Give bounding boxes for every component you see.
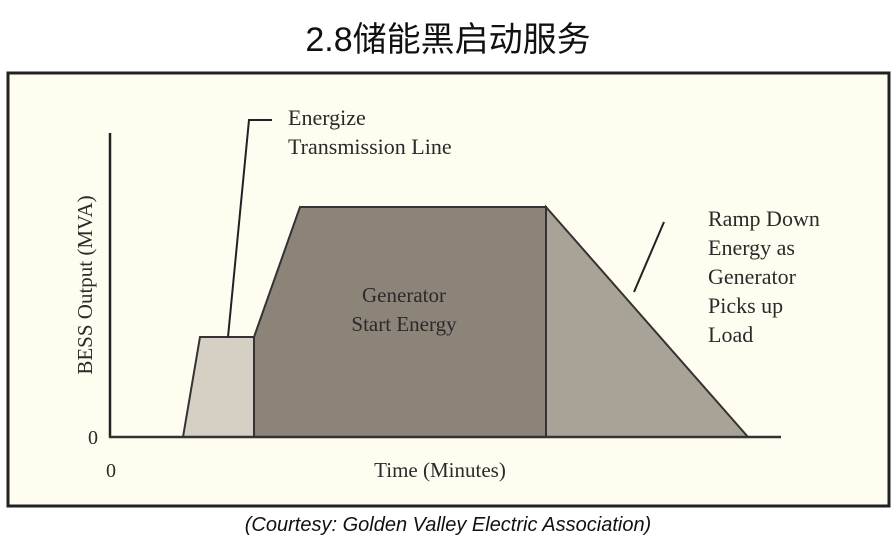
generator-label-line1: Generator <box>362 283 446 307</box>
x-origin-label: 0 <box>106 460 116 482</box>
y-axis-label: BESS Output (MVA) <box>73 195 97 374</box>
energize-label-line1: Energize <box>288 105 366 130</box>
ramp-label-line3: Generator <box>708 264 797 289</box>
generator-label-line2: Start Energy <box>351 312 457 336</box>
energize-leader-line <box>227 119 272 338</box>
energize-label-line2: Transmission Line <box>288 134 452 159</box>
ramp-label-line4: Picks up <box>708 293 783 318</box>
ramp-label-line2: Energy as <box>708 235 795 260</box>
caption: (Courtesy: Golden Valley Electric Associ… <box>245 514 651 536</box>
ramp-label-line1: Ramp Down <box>708 206 820 231</box>
page-title: 2.8储能黑启动服务 <box>305 21 590 59</box>
x-axis-label: Time (Minutes) <box>374 458 506 482</box>
y-origin-label: 0 <box>88 427 98 449</box>
ramp-leader-line <box>633 221 665 293</box>
ramp-label-line5: Load <box>708 322 753 347</box>
